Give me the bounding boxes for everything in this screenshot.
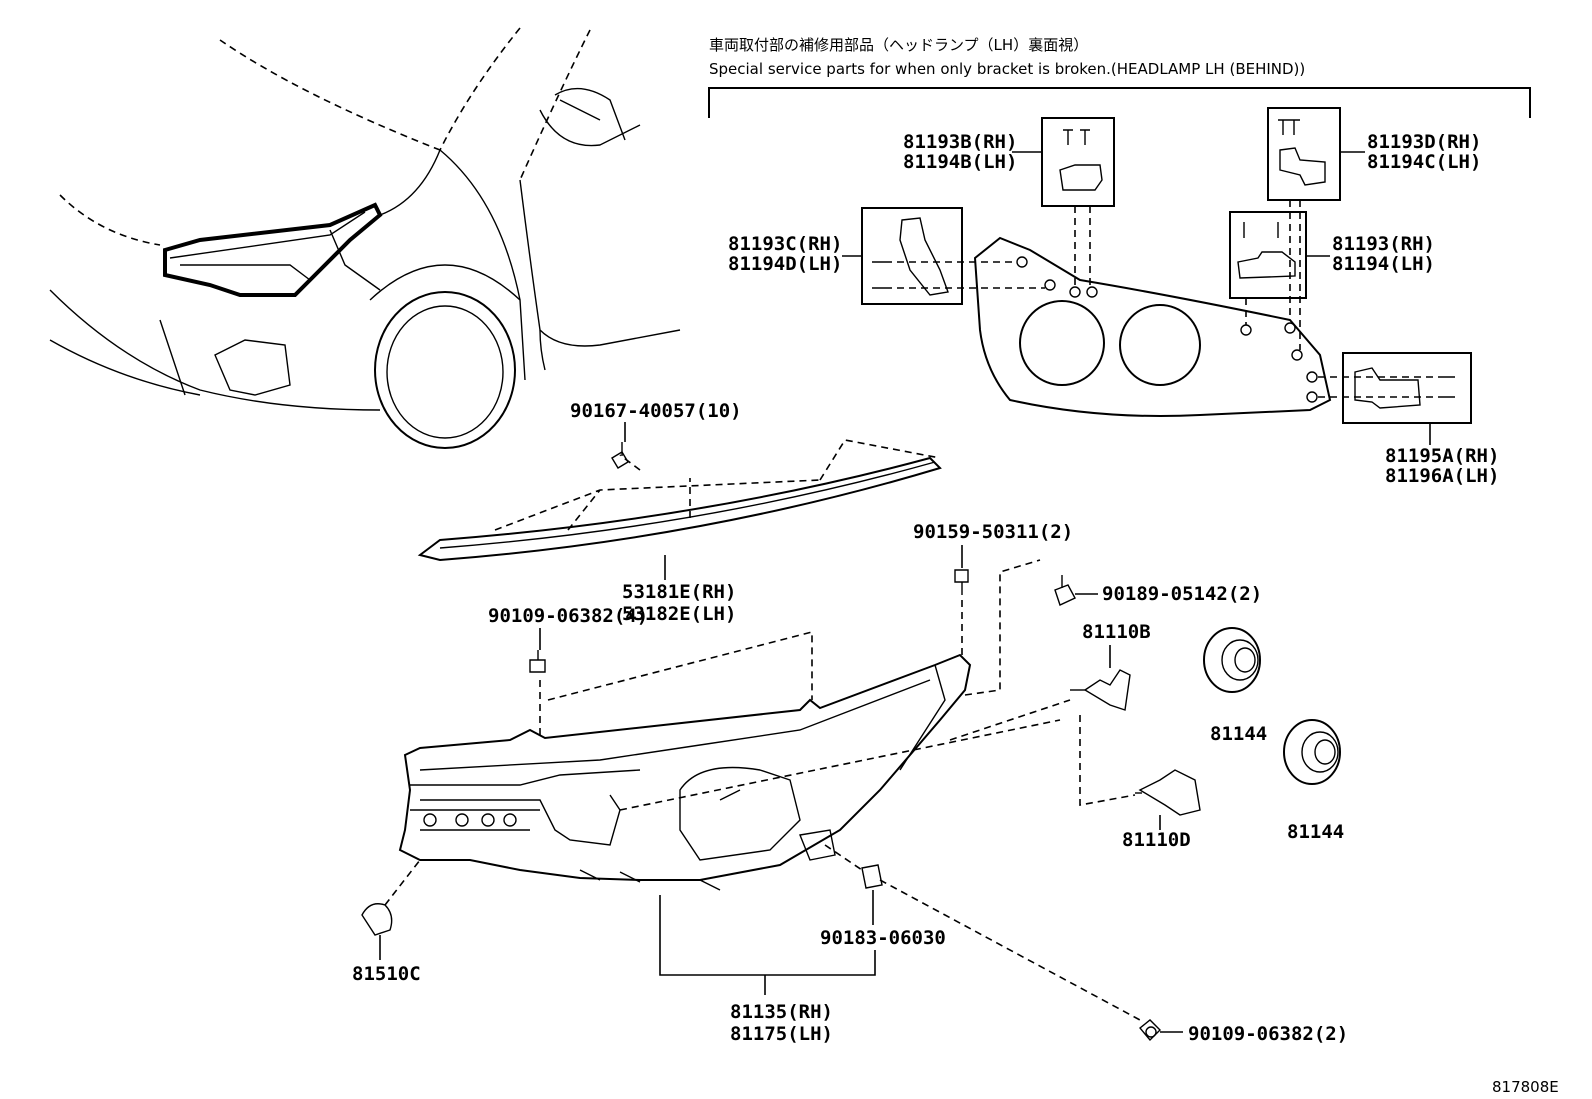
label-90189[interactable]: 90189-05142(2): [1102, 583, 1262, 605]
label-81193[interactable]: 81193(RH): [1332, 233, 1435, 255]
bracket-81195A-box[interactable]: [1318, 352, 1472, 424]
label-81195A[interactable]: 81195A(RH): [1385, 445, 1499, 467]
bulb-81110D[interactable]: [1135, 769, 1201, 816]
label-53181E[interactable]: 53181E(RH): [622, 581, 736, 603]
screw-90109-bottom[interactable]: [1139, 1019, 1161, 1042]
bracket-81193D-box[interactable]: [1267, 107, 1341, 350]
label-81135[interactable]: 81135(RH): [730, 1001, 833, 1023]
vehicle-sketch: [49, 27, 681, 449]
label-81194[interactable]: 81194(LH): [1332, 253, 1435, 275]
label-81110D[interactable]: 81110D: [1122, 829, 1191, 851]
clip-90183[interactable]: [861, 864, 883, 889]
diagram-id: 817808E: [1492, 1078, 1559, 1096]
cap-81144-b[interactable]: [1283, 719, 1341, 785]
label-53182E[interactable]: 53182E(LH): [622, 603, 736, 625]
label-90159[interactable]: 90159-50311(2): [913, 521, 1073, 543]
bracket-81193-box[interactable]: [1229, 211, 1307, 325]
title-en: Special service parts for when only brac…: [709, 60, 1305, 78]
headlamp-rear-view: [973, 236, 1332, 417]
headlamp-assembly: [398, 653, 972, 891]
screw-90109-top[interactable]: [529, 650, 546, 673]
label-81193C[interactable]: 81193C(RH): [728, 233, 842, 255]
label-81144-a[interactable]: 81144: [1210, 723, 1267, 745]
bulb-81510C[interactable]: [361, 903, 393, 936]
label-81193D[interactable]: 81193D(RH): [1367, 131, 1481, 153]
label-90109-bottom[interactable]: 90109-06382(2): [1188, 1023, 1348, 1045]
label-81510C[interactable]: 81510C: [352, 963, 421, 985]
label-90167[interactable]: 90167-40057(10): [570, 400, 742, 422]
label-81175[interactable]: 81175(LH): [730, 1023, 833, 1045]
title-jp: 車両取付部の補修用部品（ヘッドランプ（LH）裏面視）: [709, 36, 1088, 54]
cap-81144-a[interactable]: [1203, 627, 1261, 693]
bulb-81110B[interactable]: [1070, 669, 1131, 711]
label-90183[interactable]: 90183-06030: [820, 927, 946, 949]
screw-90167[interactable]: [611, 442, 629, 469]
label-81144-b[interactable]: 81144: [1287, 821, 1344, 843]
bracket-81193B-box[interactable]: [1041, 117, 1115, 285]
label-90109-top[interactable]: 90109-06382(4): [488, 605, 648, 627]
label-81194C[interactable]: 81194C(LH): [1367, 151, 1481, 173]
label-81193B[interactable]: 81193B(RH): [903, 131, 1017, 153]
label-81110B[interactable]: 81110B: [1082, 621, 1151, 643]
bracket-81193C-box[interactable]: [861, 207, 1045, 305]
service-parts-header: 車両取付部の補修用部品（ヘッドランプ（LH）裏面視） Special servi…: [708, 36, 1531, 118]
clip-90189[interactable]: [1054, 575, 1076, 606]
label-81196A[interactable]: 81196A(LH): [1385, 465, 1499, 487]
screw-90159[interactable]: [954, 569, 969, 595]
bezel-trim: [417, 439, 942, 562]
label-81194D[interactable]: 81194D(LH): [728, 253, 842, 275]
label-81194B[interactable]: 81194B(LH): [903, 151, 1017, 173]
